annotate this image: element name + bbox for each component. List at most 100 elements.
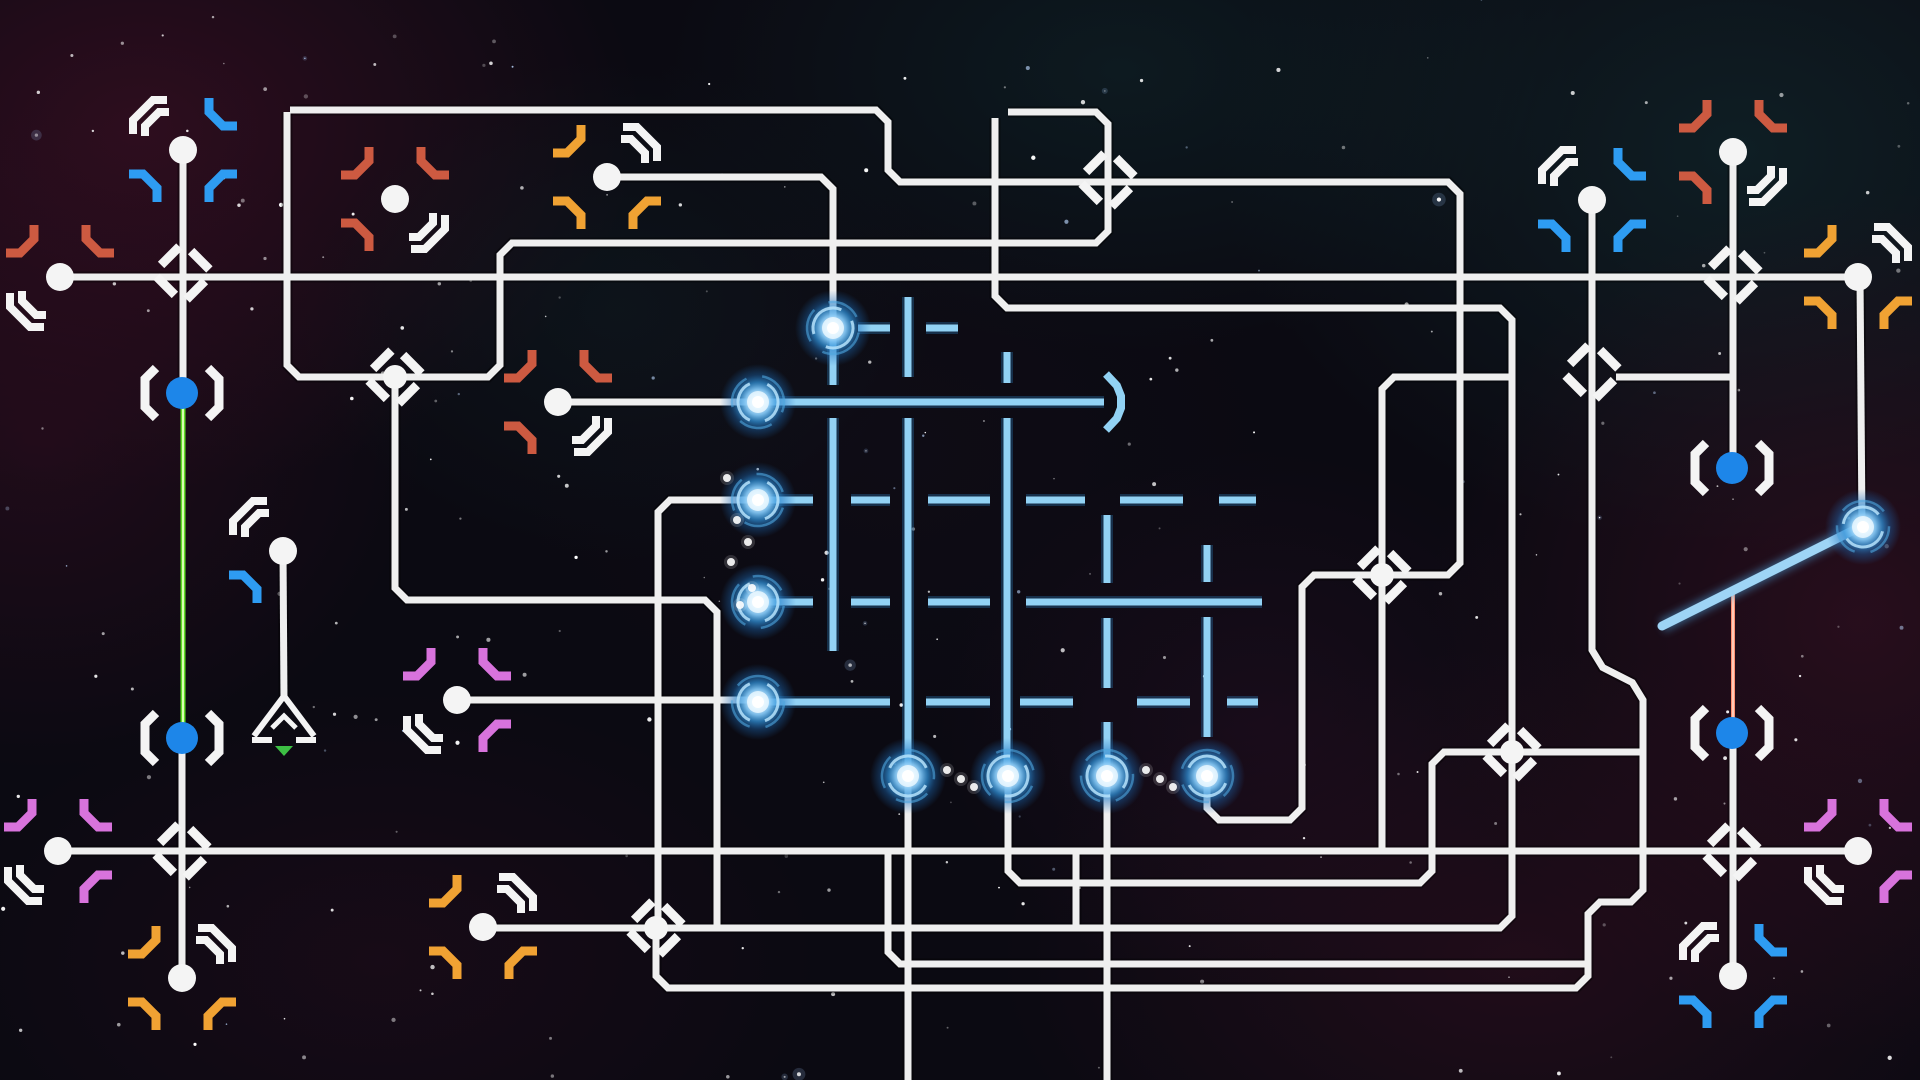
connector-node[interactable] — [1804, 223, 1912, 329]
connector-node[interactable] — [341, 147, 449, 253]
connector-node[interactable] — [553, 123, 661, 229]
power-end-chevron-icon — [1103, 371, 1125, 433]
connector-node[interactable] — [1679, 100, 1787, 206]
connector-node[interactable] — [429, 873, 537, 979]
double-chevron-icon — [196, 924, 236, 964]
wire-right-riser — [991, 118, 1516, 752]
corner-bracket-icon — [1679, 100, 1712, 133]
energy-orb[interactable] — [720, 664, 796, 740]
node-dot — [443, 686, 471, 714]
wire-mid-riser — [884, 852, 1588, 968]
corner-bracket-icon — [553, 125, 586, 158]
wire-triangle-drop — [279, 550, 288, 701]
green-arrow-icon — [275, 746, 293, 756]
corner-bracket-icon — [403, 648, 436, 681]
node-dot — [46, 263, 74, 291]
corner-bracket-icon — [1754, 924, 1787, 957]
energy-orb[interactable] — [1069, 738, 1145, 814]
double-chevron-icon — [4, 865, 44, 905]
node-dot — [469, 913, 497, 941]
connector-node[interactable] — [4, 799, 112, 905]
energy-orb[interactable] — [870, 738, 946, 814]
node-dot — [593, 163, 621, 191]
junction-node[interactable] — [626, 898, 686, 958]
energy-orb[interactable] — [1825, 489, 1901, 565]
double-chevron-icon — [497, 873, 537, 913]
paren-bracket-icon — [1690, 704, 1710, 762]
junction-diamond-icon — [1562, 342, 1622, 402]
corner-bracket-icon — [129, 169, 162, 202]
paren-bracket-icon — [204, 364, 224, 422]
double-chevron-icon — [1538, 146, 1578, 186]
junction-diamond-icon — [1703, 245, 1763, 305]
corner-bracket-icon — [628, 196, 661, 229]
corner-bracket-icon — [128, 926, 161, 959]
corner-bracket-icon — [204, 98, 237, 131]
spark-dots — [720, 471, 1180, 794]
corner-bracket-icon — [1879, 296, 1912, 329]
corner-bracket-icon — [1679, 171, 1712, 204]
power-dot[interactable] — [1690, 704, 1774, 762]
junction-diamond-icon — [1702, 822, 1762, 882]
wire-low-return — [483, 752, 1516, 932]
node-dot — [168, 964, 196, 992]
wire-orbline-2 — [1004, 748, 1512, 887]
power-dot[interactable] — [140, 709, 224, 767]
junction-diamond-icon — [1078, 150, 1138, 210]
corner-bracket-icon — [1754, 100, 1787, 133]
junction-diamond-icon — [153, 243, 213, 303]
connector-node[interactable] — [1679, 922, 1787, 1028]
energy-orb[interactable] — [720, 564, 796, 640]
connector-node[interactable] — [129, 96, 237, 202]
energy-orb[interactable] — [1169, 738, 1245, 814]
triangle-emitter[interactable] — [251, 694, 317, 756]
double-chevron-icon — [403, 714, 443, 754]
connector-node[interactable] — [1804, 799, 1912, 905]
junction-node[interactable] — [1352, 545, 1412, 605]
double-chevron-icon — [1804, 865, 1844, 905]
power-dot[interactable] — [140, 364, 224, 422]
corner-bracket-icon — [1754, 995, 1787, 1028]
energy-orb[interactable] — [720, 364, 796, 440]
corner-bracket-icon — [429, 875, 462, 908]
connector-node[interactable] — [128, 924, 236, 1030]
blue-endpoints — [140, 364, 1774, 767]
corner-bracket-icon — [341, 218, 374, 251]
paren-bracket-icon — [1754, 704, 1774, 762]
connector-node[interactable] — [1538, 146, 1646, 252]
connector-node[interactable] — [6, 225, 114, 331]
paren-bracket-icon — [140, 709, 160, 767]
corner-bracket-icon — [6, 225, 39, 258]
wire-yellow-feed — [607, 173, 837, 330]
wire-orb3-feed — [654, 496, 758, 928]
double-chevron-icon — [621, 123, 661, 163]
terminal-nodes — [4, 96, 1912, 1030]
beam-layer — [177, 398, 1865, 734]
corner-bracket-icon — [1613, 219, 1646, 252]
energy-orb[interactable] — [970, 738, 1046, 814]
double-chevron-icon — [229, 497, 269, 537]
wire-yellow-drop — [1856, 276, 1866, 528]
corner-bracket-icon — [1879, 870, 1912, 903]
wire-mid-left-drop — [391, 377, 721, 928]
junction-node[interactable] — [1482, 722, 1542, 782]
corner-bracket-icon — [579, 350, 612, 383]
connector-node[interactable] — [403, 648, 511, 754]
corner-bracket-icon — [1804, 296, 1837, 329]
corner-bracket-icon — [229, 570, 262, 603]
connector-node[interactable] — [229, 497, 297, 603]
junction-node[interactable] — [365, 347, 425, 407]
corner-bracket-icon — [79, 799, 112, 832]
corner-bracket-icon — [504, 350, 537, 383]
double-chevron-icon — [572, 416, 612, 456]
double-chevron-icon — [6, 291, 46, 331]
energy-orb[interactable] — [795, 290, 871, 366]
connector-node[interactable] — [504, 350, 612, 456]
double-chevron-icon — [1872, 223, 1912, 263]
corner-bracket-icon — [504, 421, 537, 454]
power-lines — [762, 297, 1262, 772]
corner-bracket-icon — [504, 946, 537, 979]
power-dot[interactable] — [1690, 439, 1774, 497]
